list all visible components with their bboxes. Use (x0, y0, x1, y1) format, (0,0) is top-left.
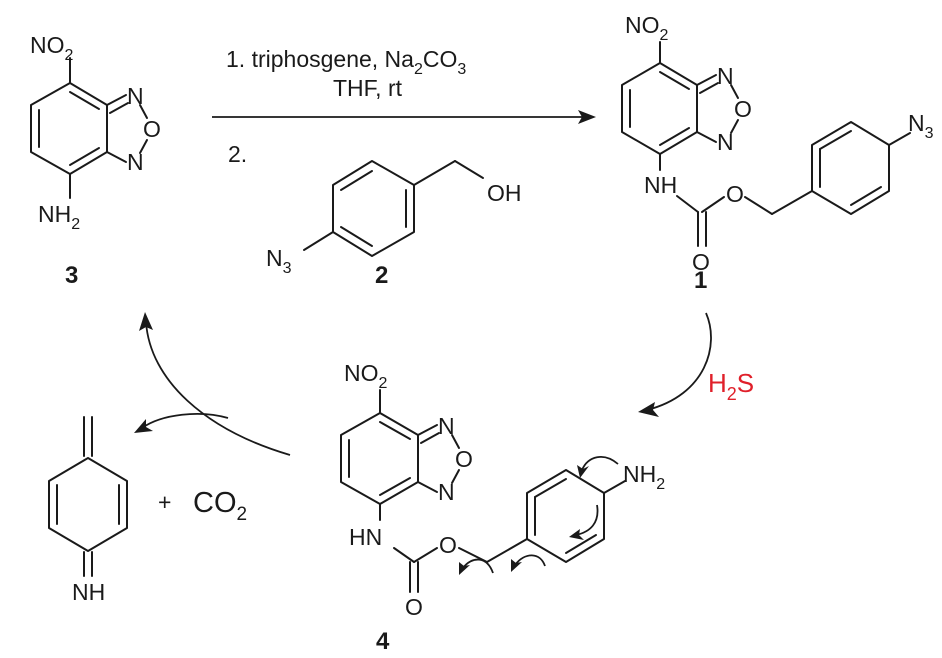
compound-1-carbonyl-oxygen: O (692, 249, 710, 275)
compound-1-carbamate-nh: NH (644, 172, 677, 198)
compound-1-azide-subscript: 3 (925, 125, 934, 142)
compound-4-amine-subscript: 2 (656, 476, 665, 493)
compound-1-ring-n-top: N (717, 63, 734, 89)
compound-4-bonds (340, 389, 626, 593)
compound-1-bonds (621, 41, 911, 247)
compound-4: NO2 N O N HN O O NH2 4 (340, 360, 665, 655)
compound-4-ring-oxygen: O (455, 446, 473, 472)
svg-text:NH2: NH2 (38, 201, 80, 233)
compound-4-nitro: NO (344, 360, 379, 386)
reaction-step1-subscript-co: 3 (457, 61, 466, 78)
reaction-step1-subscript-na: 2 (414, 61, 423, 78)
compound-4-ester-oxygen: O (439, 532, 457, 558)
compound-2: OH N3 2 (266, 160, 522, 289)
release-curved-arrow (134, 312, 291, 456)
compound-4-electron-arrows (459, 456, 619, 575)
byproduct-plus-sign: + (158, 489, 171, 515)
compound-2-azide-subscript: 3 (283, 260, 292, 277)
compound-4-carbonyl-oxygen: O (405, 594, 423, 620)
compound-1-number: 1 (694, 267, 707, 294)
compound-4-carbamate-nh: HN (349, 524, 382, 550)
compound-3: NO2 N O N NH2 3 (30, 32, 161, 289)
compound-4-ring-n-bottom: N (438, 479, 455, 505)
compound-2-bonds (303, 160, 484, 257)
reaction-step1-prefix: 1. triphosgene, Na (226, 46, 414, 72)
compound-4-ring-n-top: N (438, 413, 455, 439)
compound-3-ring-oxygen: O (143, 116, 161, 142)
svg-text:N3: N3 (266, 245, 292, 277)
compound-1-azide: N (908, 110, 925, 136)
compound-3-bonds (30, 57, 148, 199)
compound-3-nitro: NO (30, 32, 65, 58)
reaction-arrow-top (212, 110, 596, 124)
compound-1-nitro-subscript: 2 (660, 27, 669, 44)
svg-text:NO2: NO2 (625, 12, 669, 44)
compound-2-number: 2 (375, 262, 388, 289)
compound-3-ring-n-top: N (127, 83, 144, 109)
h2s-reagent-subscript: 2 (727, 384, 737, 404)
reaction-step1-carbonate: CO (423, 46, 458, 72)
svg-text:NH2: NH2 (623, 461, 665, 493)
compound-1: NO2 N O N NH O O N3 1 (621, 12, 934, 294)
compound-3-amine: NH (38, 201, 71, 227)
quinone-imine-methide: NH (48, 416, 128, 605)
compound-4-number: 4 (376, 628, 390, 655)
h2s-curved-arrow (638, 312, 712, 417)
compound-1-ring-n-bottom: N (717, 129, 734, 155)
svg-text:CO2: CO2 (193, 487, 247, 525)
svg-text:NO2: NO2 (30, 32, 74, 64)
compound-2-azide: N (266, 245, 283, 271)
compound-3-nitro-subscript: 2 (65, 47, 74, 64)
compound-3-amine-subscript: 2 (71, 216, 80, 233)
compound-1-nitro: NO (625, 12, 660, 38)
h2s-reagent-s: S (737, 368, 754, 398)
compound-1-ring-oxygen: O (734, 96, 752, 122)
reaction-step2-label: 2. (228, 141, 247, 167)
byproduct-imine-nh: NH (72, 579, 105, 605)
reaction-step1-solvent: THF, rt (333, 75, 403, 101)
compound-1-ester-oxygen: O (726, 181, 744, 207)
compound-2-hydroxyl: OH (487, 180, 522, 206)
compound-4-nitro-subscript: 2 (379, 375, 388, 392)
svg-text:1. triphosgene, Na2CO3: 1. triphosgene, Na2CO3 (226, 46, 466, 78)
svg-text:N3: N3 (908, 110, 934, 142)
h2s-reagent-h: H (708, 368, 727, 398)
h2s-reagent-label: H2S (708, 368, 754, 404)
byproduct-co2: CO (193, 487, 237, 519)
compound-4-amine: NH (623, 461, 656, 487)
compound-3-ring-n-bottom: N (127, 149, 144, 175)
svg-text:NO2: NO2 (344, 360, 388, 392)
byproduct-co2-subscript: 2 (237, 504, 248, 525)
compound-3-number: 3 (65, 262, 78, 289)
